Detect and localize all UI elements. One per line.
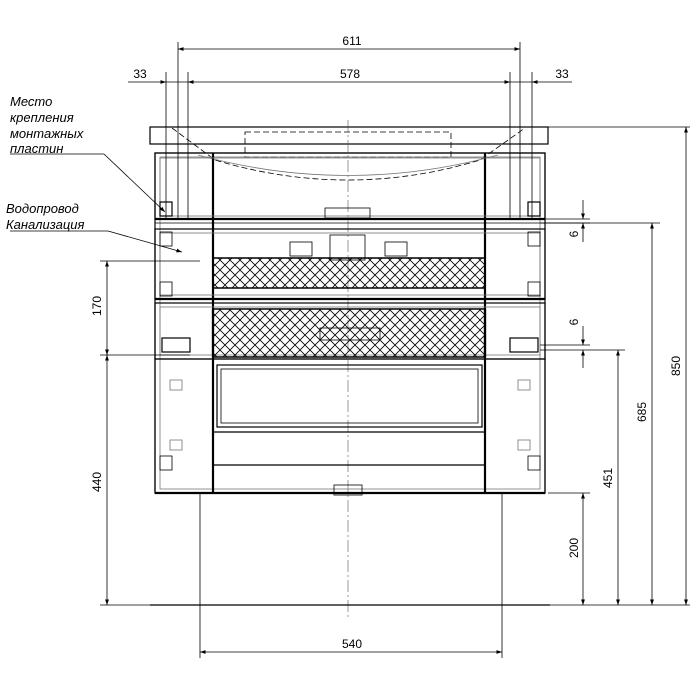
dim-33-right: 33: [555, 67, 569, 81]
dim-540: 540: [342, 637, 362, 651]
water-label-line2: Канализация: [6, 217, 84, 232]
bottom-drawer: [154, 358, 546, 496]
left-dimension-lines: [100, 260, 200, 606]
top-dimension-lines: [128, 42, 572, 220]
dim-578: 578: [340, 67, 360, 81]
mount-label-line1: Место: [10, 94, 52, 109]
dim-451: 451: [601, 468, 615, 488]
dim-6-upper: 6: [567, 230, 581, 237]
dim-440: 440: [90, 472, 104, 492]
mount-label-line3: монтажных: [10, 126, 84, 141]
right-dimension-lines: [540, 126, 690, 606]
callout-leaders: [10, 153, 183, 253]
middle-drawer: [154, 228, 546, 301]
bottom-dimension-lines: [199, 493, 503, 658]
mount-label-line4: пластин: [10, 141, 63, 156]
dim-6-lower: 6: [567, 318, 581, 325]
dim-685: 685: [635, 402, 649, 422]
dim-611: 611: [342, 34, 361, 48]
lower-drawer: [154, 302, 546, 360]
countertop-sink: [149, 120, 549, 620]
dim-33-left: 33: [133, 67, 147, 81]
mount-label-line2: крепления: [10, 110, 74, 125]
dim-200: 200: [567, 538, 581, 558]
water-label-line1: Водопровод: [6, 201, 79, 216]
dim-170: 170: [90, 296, 104, 316]
dim-850: 850: [669, 356, 683, 376]
